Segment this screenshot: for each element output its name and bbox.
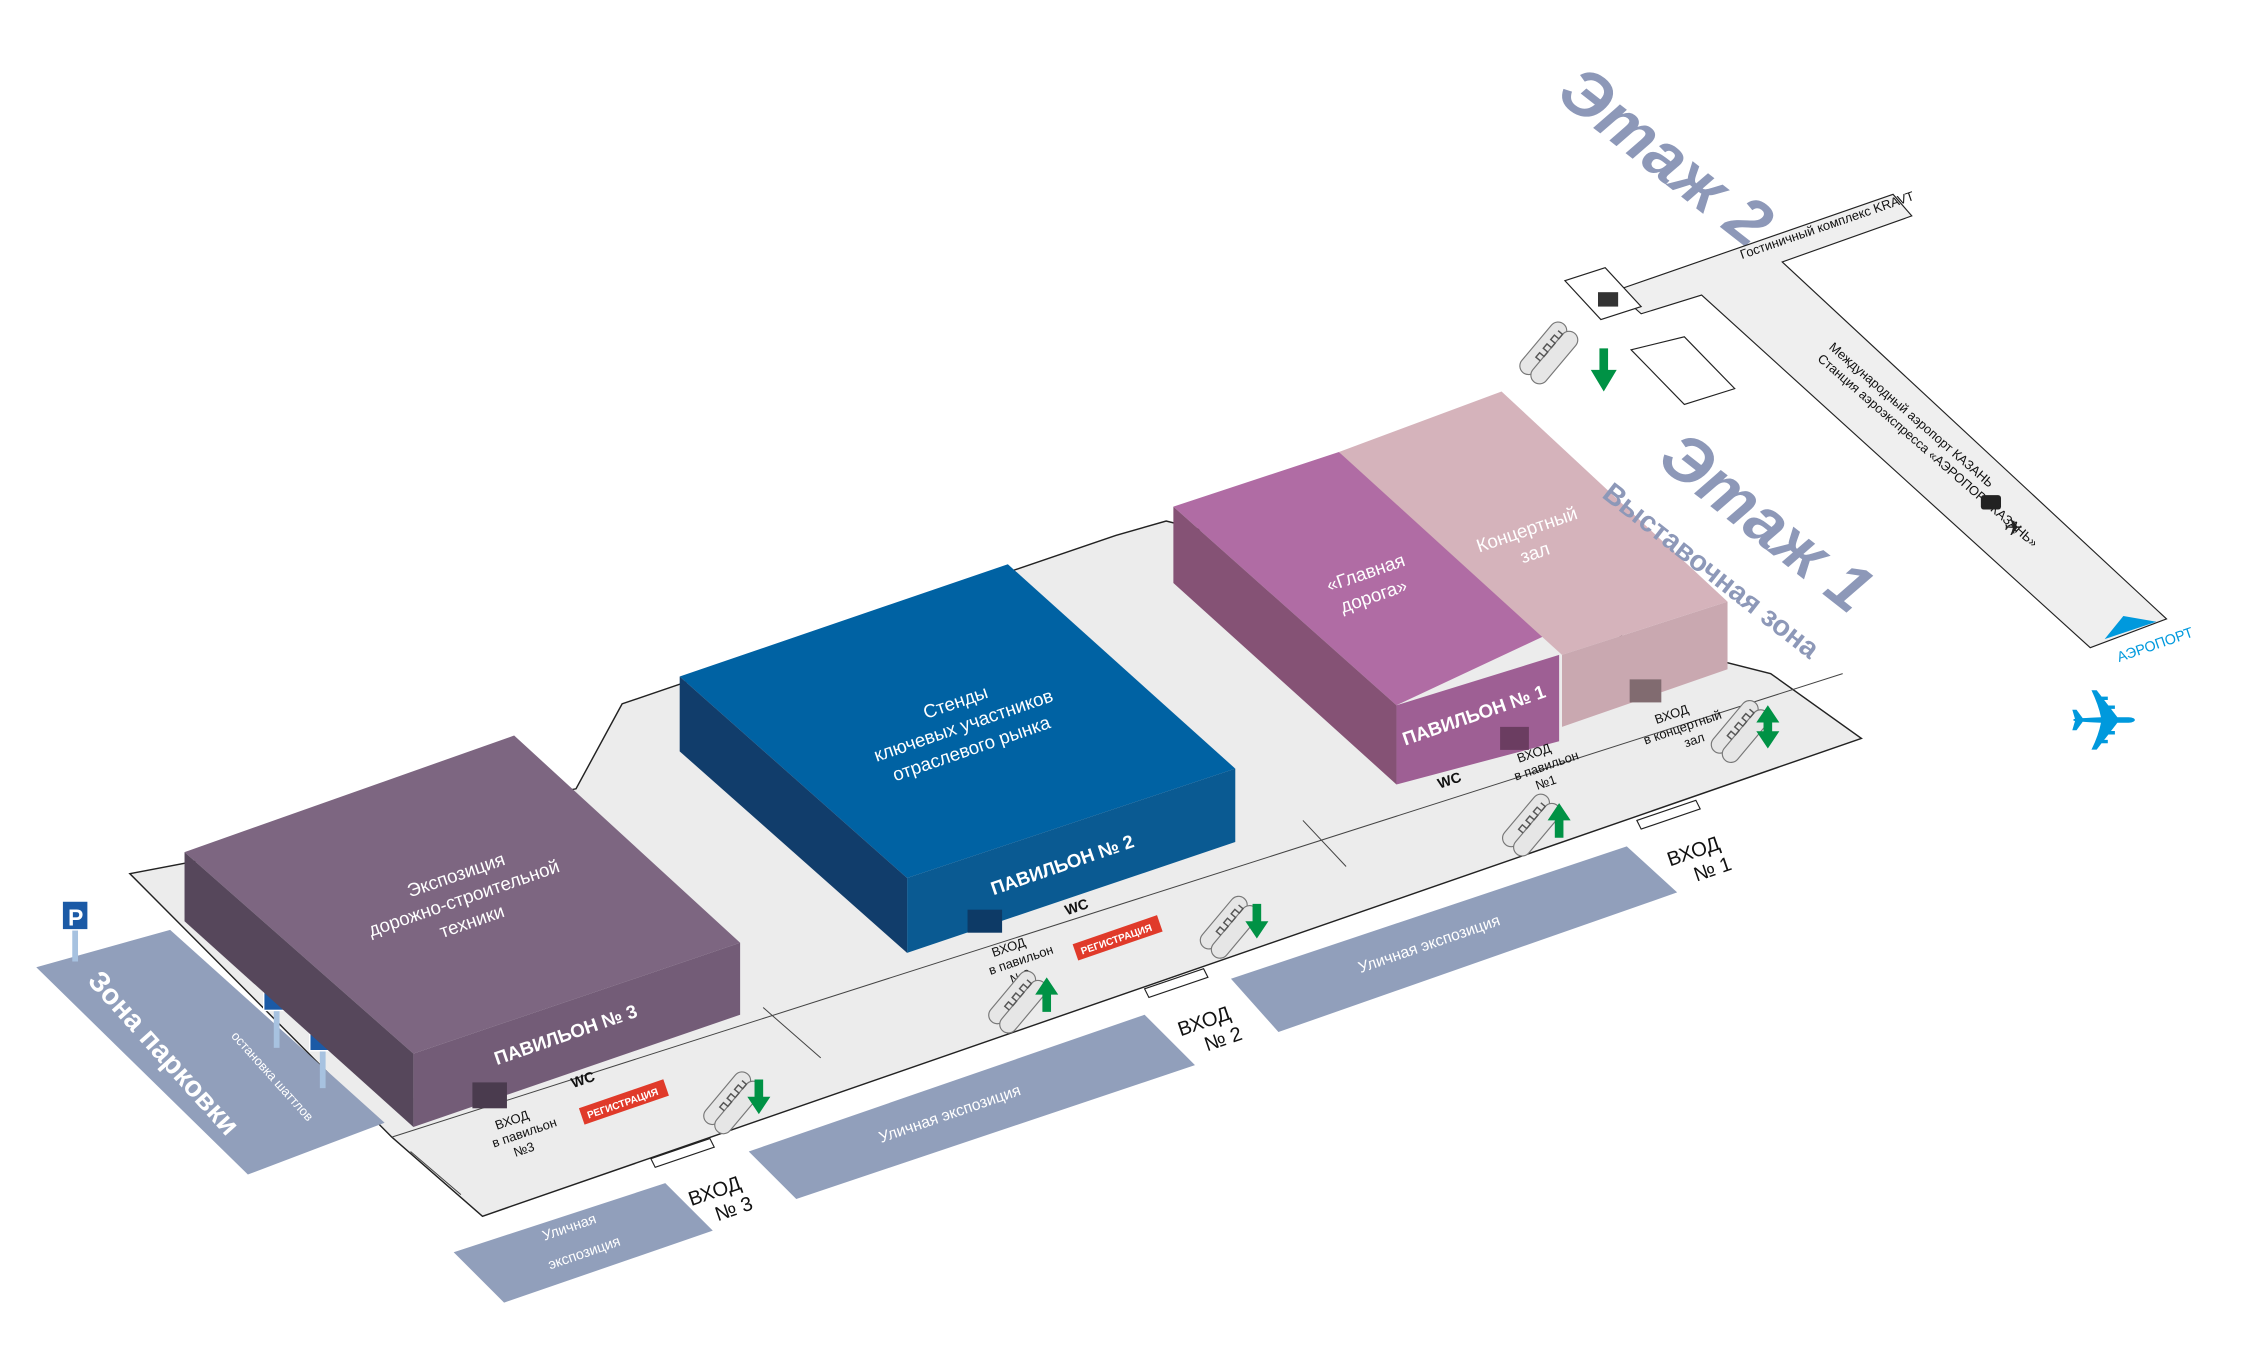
pavilion-2-side [679,676,908,953]
street-expo-zone-3 [453,1183,713,1303]
entrance-pavilion-2[interactable]: ВХОД в павильон №2 [981,927,1060,993]
inner-entrances: ВХОД в павильон №1 ВХОД в павильон №2 ВХ… [490,696,1780,1160]
pavilion-3-side [184,852,414,1128]
parking-area [36,929,385,1175]
wall [410,1151,462,1196]
airplane-icon: ✈ [2067,674,2139,770]
entrance-text: зал [1682,729,1706,750]
entrance-1-text[interactable]: ВХОД № 1 [1664,831,1734,893]
entrance-text: №3 [511,1139,536,1160]
pavilion-2-door[interactable] [967,909,1003,933]
street-expo-zone-1 [1230,846,1678,1033]
entrance-3-door[interactable] [650,1137,716,1169]
down-arrow-icon [1590,348,1617,392]
wall [762,1007,822,1059]
down-arrow-icon [747,1079,771,1115]
pavilion-2-top [679,564,1236,879]
concert-hall-door[interactable] [1629,679,1662,703]
concert-hall[interactable]: Концертный зал [1338,391,1728,727]
down-arrow-icon [1245,903,1269,939]
concert-hall-front [1562,601,1728,727]
elevator-icon [1597,292,1619,307]
pavilion-1-side [1173,506,1397,785]
wc-label: WC [1436,770,1464,793]
airport-direction-icon[interactable] [2104,616,2157,640]
floor-2-title: Этаж 2 [1546,51,1787,262]
pavilion-1[interactable]: «Главная дорога» ПАВИЛЬОН № 1 [1173,451,1560,785]
street-expo-zone-2 [748,1014,1195,1199]
parking-sign-post [72,929,79,962]
corridor-line [391,673,1843,1138]
pavilion-3-door[interactable] [472,1082,507,1109]
pavilion-3-front [413,942,741,1128]
pavilion-3-top [184,735,741,1054]
entrance-2-text[interactable]: ВХОД № 2 [1175,1001,1245,1063]
svg-text:✈: ✈ [2004,514,2023,540]
room-block [1629,336,1736,406]
entrance-text: №1 [1533,772,1558,793]
wc-label: WC [569,1069,597,1092]
up-arrow-icon [1035,977,1059,1012]
pavilion-3[interactable]: Экспозиция дорожно-строительной техники … [184,735,741,1128]
wall [1302,820,1347,867]
pavilion-1-top [1173,451,1560,706]
taxi-sign-post [273,1010,280,1048]
escalator-icon [1515,317,1583,389]
parking-sign-letter: P [68,905,83,931]
pavilion-2[interactable]: Стенды ключевых участников отраслевого р… [679,564,1236,953]
pavilion-2-front [907,768,1236,953]
pavilion-1-door[interactable] [1500,726,1529,750]
entrance-2-door[interactable] [1143,967,1209,999]
corridor [1614,193,2168,649]
train-plane-icon: ✈ [1980,495,2023,540]
wc-label: WC [1063,896,1091,919]
concert-hall-top [1338,391,1728,655]
up-arrow-icon [1547,803,1571,838]
pavilion-1-front [1396,654,1560,785]
entrance-1-door[interactable] [1636,799,1701,830]
parking-sign-icon [61,900,89,931]
up-down-arrow-icon [1756,705,1780,749]
bus-sign-post [319,1050,326,1089]
